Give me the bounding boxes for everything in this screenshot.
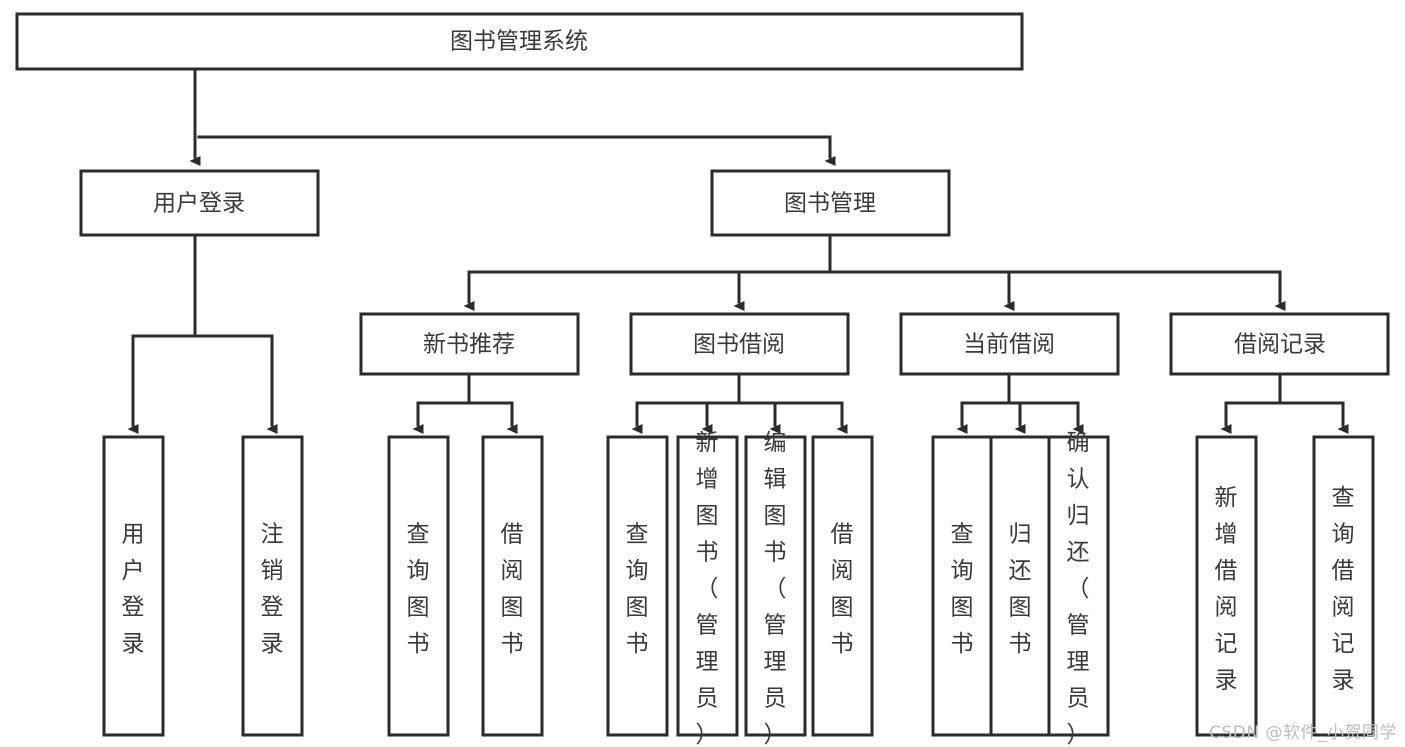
node-borrow-record-label: 借阅记录: [1234, 332, 1326, 358]
node-leaf-user-login-box[interactable]: [102, 435, 165, 737]
node-leaf-query-record[interactable]: 查询借阅记录: [1312, 435, 1375, 737]
node-leaf-user-login[interactable]: 用户登录: [102, 435, 165, 737]
node-root-label: 图书管理系统: [450, 29, 588, 55]
node-current-borrow[interactable]: 当前借阅: [899, 312, 1120, 376]
node-user-login-box[interactable]: [79, 169, 320, 237]
leaf-nodes: 用户登录 注销登录 查询图书 借阅图书 查询图书 新增图书（管理员）: [102, 430, 1375, 747]
node-current-borrow-label: 当前借阅: [963, 332, 1055, 358]
node-leaf-logout-login[interactable]: 注销登录: [241, 435, 304, 737]
node-borrow-record[interactable]: 借阅记录: [1169, 312, 1390, 376]
node-book-borrow-label: 图书借阅: [693, 332, 785, 358]
node-leaf-query-book-2-box[interactable]: [606, 435, 669, 737]
node-leaf-add-record[interactable]: 新增借阅记录: [1195, 435, 1258, 737]
node-leaf-confirm-return-label: 确认归还（管理员）: [1067, 430, 1090, 747]
node-leaf-borrow-book-2-label: 借阅图书: [831, 522, 854, 658]
node-leaf-query-book-1-box[interactable]: [387, 435, 450, 737]
node-leaf-add-book-label: 新增图书（管理员）: [696, 430, 719, 747]
node-book-manage-label: 图书管理: [784, 191, 876, 217]
node-leaf-query-book-3[interactable]: 查询图书: [931, 435, 994, 737]
node-leaf-borrow-book-2-box[interactable]: [811, 435, 874, 737]
node-new-book-rec-label: 新书推荐: [423, 332, 515, 358]
node-leaf-query-book-1-label: 查询图书: [407, 522, 430, 658]
node-new-book-rec-box[interactable]: [359, 312, 580, 376]
node-leaf-add-book-box[interactable]: [676, 435, 739, 737]
node-root[interactable]: 图书管理系统: [15, 12, 1024, 71]
node-root-box[interactable]: [15, 12, 1024, 71]
node-leaf-borrow-book-2[interactable]: 借阅图书: [811, 435, 874, 737]
node-book-manage-box[interactable]: [710, 169, 951, 237]
node-leaf-query-book-1[interactable]: 查询图书: [387, 435, 450, 737]
node-book-manage[interactable]: 图书管理: [710, 169, 951, 237]
node-leaf-borrow-book-1[interactable]: 借阅图书: [481, 435, 544, 737]
node-leaf-add-book[interactable]: 新增图书（管理员）: [676, 430, 739, 747]
node-leaf-return-book[interactable]: 归还图书: [989, 435, 1052, 737]
node-leaf-query-record-label: 查询借阅记录: [1332, 485, 1355, 694]
node-leaf-edit-book[interactable]: 编辑图书（管理员）: [744, 430, 807, 747]
node-leaf-return-book-label: 归还图书: [1009, 522, 1032, 658]
node-leaf-query-book-2-label: 查询图书: [626, 522, 649, 658]
node-new-book-rec[interactable]: 新书推荐: [359, 312, 580, 376]
node-leaf-edit-book-box[interactable]: [744, 435, 807, 737]
node-borrow-record-box[interactable]: [1169, 312, 1390, 376]
connectors: [127, 67, 1349, 434]
node-book-borrow[interactable]: 图书借阅: [629, 312, 850, 376]
node-leaf-add-record-label: 新增借阅记录: [1215, 485, 1238, 694]
node-leaf-logout-login-box[interactable]: [241, 435, 304, 737]
node-leaf-borrow-book-1-label: 借阅图书: [501, 522, 524, 658]
node-user-login[interactable]: 用户登录: [79, 169, 320, 237]
node-book-borrow-box[interactable]: [629, 312, 850, 376]
node-leaf-borrow-book-1-box[interactable]: [481, 435, 544, 737]
node-leaf-add-record-box[interactable]: [1195, 435, 1258, 737]
node-leaf-query-record-box[interactable]: [1312, 435, 1375, 737]
node-leaf-query-book-2[interactable]: 查询图书: [606, 435, 669, 737]
node-leaf-confirm-return-box[interactable]: [1047, 435, 1110, 737]
node-leaf-edit-book-label: 编辑图书（管理员）: [764, 430, 787, 747]
node-leaf-user-login-label: 用户登录: [122, 522, 145, 658]
node-leaf-return-book-box[interactable]: [989, 435, 1052, 737]
node-current-borrow-box[interactable]: [899, 312, 1120, 376]
node-user-login-label: 用户登录: [153, 191, 245, 217]
node-leaf-confirm-return[interactable]: 确认归还（管理员）: [1047, 430, 1110, 747]
node-leaf-logout-login-label: 注销登录: [261, 522, 284, 658]
node-leaf-query-book-3-label: 查询图书: [951, 522, 974, 658]
node-leaf-query-book-3-box[interactable]: [931, 435, 994, 737]
